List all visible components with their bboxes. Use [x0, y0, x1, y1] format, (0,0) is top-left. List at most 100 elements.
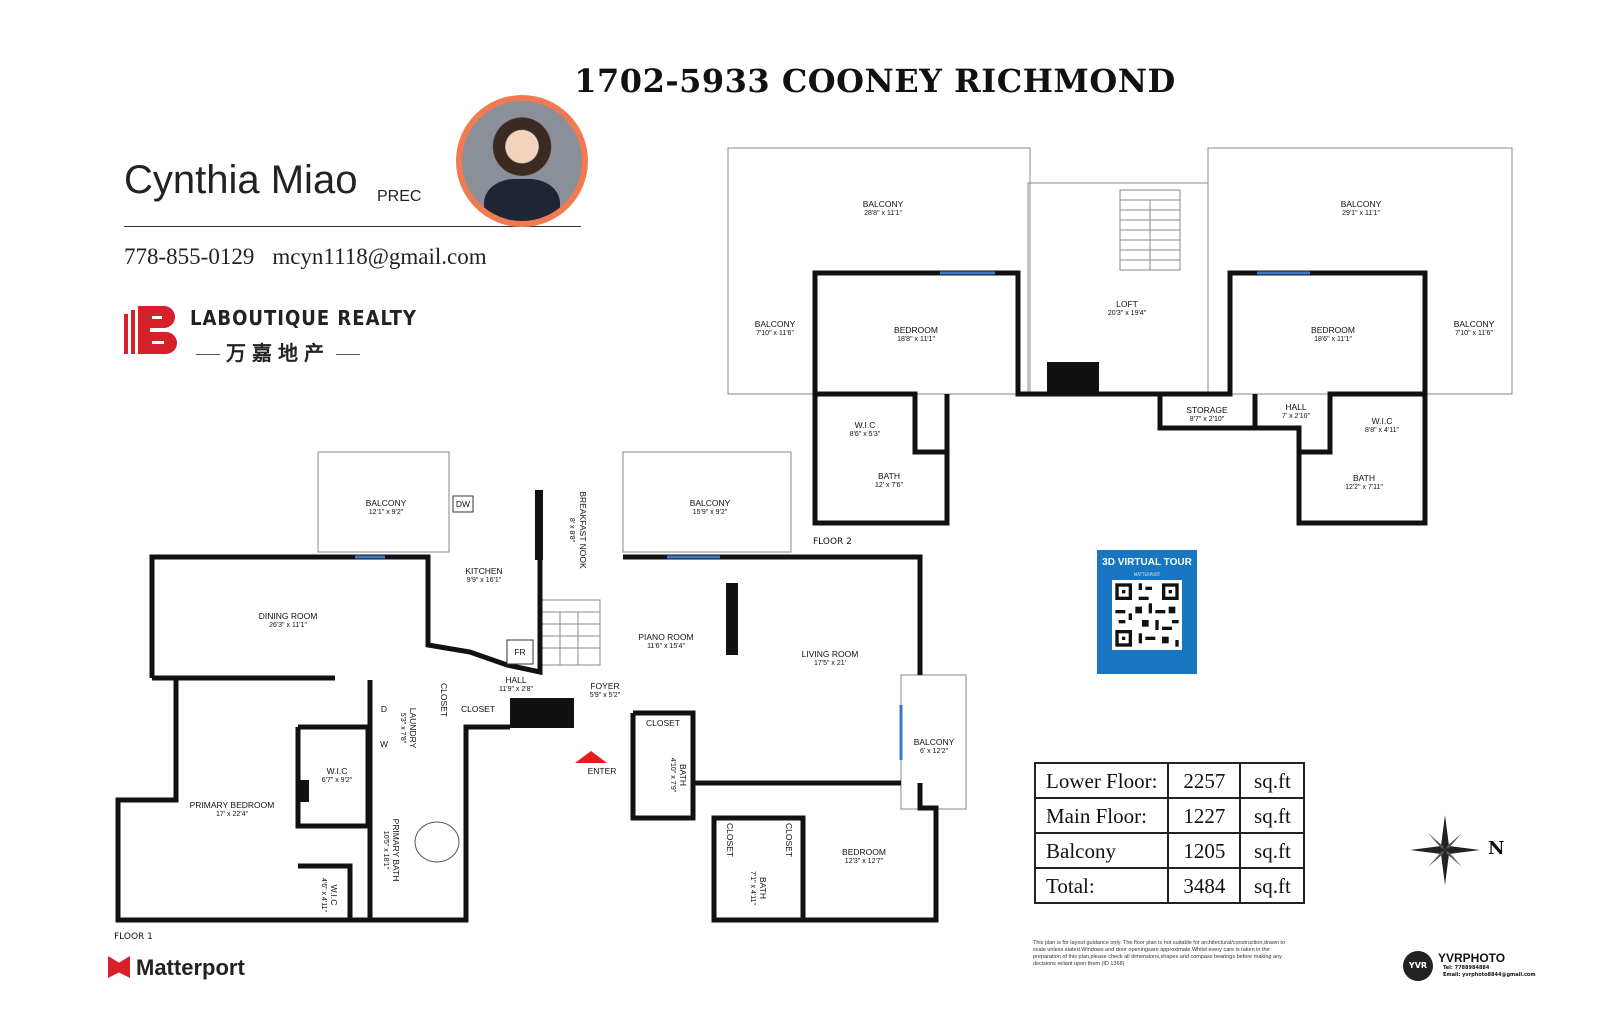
windows	[355, 271, 1310, 760]
room-dims: 29'1" x 11'1"	[1342, 210, 1380, 217]
room-dims: 7'1" x 4'11"	[749, 871, 756, 905]
room-dims: 18'6" x 11'1"	[1314, 336, 1352, 343]
room-label: DINING ROOM	[259, 611, 318, 621]
agent-phone[interactable]: 778-855-0129	[124, 244, 255, 269]
area-value: 1227	[1167, 797, 1242, 834]
dryer-label: D	[381, 704, 387, 714]
agent-divider	[124, 226, 581, 227]
room-label: PRIMARY BATH	[391, 819, 401, 882]
area-label: Total:	[1033, 867, 1170, 904]
closet-label: CLOSET	[646, 718, 680, 728]
area-value: 1205	[1167, 832, 1242, 869]
room-dims: 8' x 8'8"	[568, 518, 575, 543]
room-label: BEDROOM	[842, 847, 886, 857]
room-label: BALCONY	[914, 737, 955, 747]
enter-label: ENTER	[588, 766, 617, 776]
brokerage-logo-icon	[124, 306, 177, 354]
room-label: LOFT	[1116, 299, 1138, 309]
room-dims: 18'8" x 11'1"	[897, 336, 935, 343]
area-value: 3484	[1167, 867, 1242, 904]
room-label: BATH	[1353, 473, 1375, 483]
dishwasher-icon	[452, 495, 474, 513]
room-label: BALCONY	[366, 498, 407, 508]
brokerage-name: LABOUTIQUE REALTY	[190, 306, 417, 330]
agent-contact: 778-855-0129 mcyn1118@gmail.com	[124, 244, 487, 270]
room-dims: 12'3" x 12'7"	[845, 858, 884, 865]
room-dims: 7'10" x 11'6"	[1455, 330, 1493, 337]
room-dims: 8'6" x 5'3"	[850, 431, 881, 438]
room-label: W.I.C	[1372, 416, 1393, 426]
room-label: PIANO ROOM	[638, 632, 693, 642]
compass-rose-icon	[1410, 815, 1480, 885]
room-dims: 6' x 12'2"	[920, 748, 949, 755]
room-dims: 4'10" x 7'9"	[669, 758, 676, 793]
photographer-name: YVRPHOTO	[1438, 951, 1506, 965]
closet-label: CLOSET	[461, 704, 495, 714]
room-dims: 5'3" x 7'8"	[399, 713, 406, 744]
room-label: W.I.C	[327, 766, 348, 776]
area-label: Lower Floor:	[1033, 762, 1170, 799]
page-title: 1702-5933 COONEY RICHMOND	[574, 62, 1176, 100]
room-dims: 4'6" x 4'11"	[320, 878, 327, 912]
area-unit: sq.ft	[1239, 867, 1306, 904]
room-dims: 28'8" x 11'1"	[864, 210, 902, 217]
room-dims: 7'10" x 11'6"	[756, 330, 794, 337]
room-label: BALCONY	[1454, 319, 1495, 329]
matterport-wordmark: Matterport	[136, 955, 245, 980]
enter-arrow-icon	[575, 751, 607, 763]
agent-name: Cynthia Miao	[124, 158, 358, 202]
area-summary-table: Lower Floor: 2257 sq.ft Main Floor: 1227…	[1033, 762, 1306, 904]
room-dims: 6'7" x 9'2"	[322, 777, 353, 784]
room-dims: 20'3" x 19'4"	[1108, 310, 1147, 317]
room-label: BALCONY	[755, 319, 796, 329]
room-label: W.I.C	[329, 885, 339, 906]
room-dims: 10'5" x 18'1"	[382, 831, 389, 870]
room-dims: 12'2" x 7'11"	[1345, 484, 1383, 491]
table-row: Balcony 1205 sq.ft	[1033, 832, 1306, 869]
room-label: BATH	[758, 877, 768, 899]
qr-code-icon[interactable]	[1112, 580, 1182, 650]
room-dims: 8'8" x 4'11"	[1365, 427, 1399, 434]
room-label: BALCONY	[690, 498, 731, 508]
room-label: HALL	[505, 675, 527, 685]
partition-wall	[726, 583, 738, 655]
room-dims: 12'1" x 9'2"	[369, 509, 404, 516]
partition-wall	[535, 490, 543, 560]
table-row: Lower Floor: 2257 sq.ft	[1033, 762, 1306, 799]
area-label: Main Floor:	[1033, 797, 1170, 834]
closet-label: CLOSET	[784, 823, 794, 857]
area-unit: sq.ft	[1239, 832, 1306, 869]
room-label: LAUNDRY	[408, 708, 418, 749]
room-dims: 17'5" x 21'	[814, 660, 846, 667]
room-label: BREAKFAST NOOK	[578, 491, 588, 569]
room-dims: 11'6" x 15'4"	[647, 643, 685, 650]
floor1-label: FLOOR 1	[114, 932, 153, 942]
agent-email[interactable]: mcyn1118@gmail.com	[272, 244, 487, 269]
matterport-logo-icon	[108, 956, 130, 978]
room-dims: 7' x 2'10"	[1282, 413, 1311, 420]
room-label: BALCONY	[863, 199, 904, 209]
floor2-label: FLOOR 2	[813, 537, 852, 547]
room-label: FOYER	[590, 681, 619, 691]
area-unit: sq.ft	[1239, 762, 1306, 799]
room-dims: 15'9" x 9'2"	[693, 509, 728, 516]
virtual-tour-card[interactable]: 3D VIRTUAL TOUR MATTERPORT	[1097, 550, 1197, 674]
room-dims: 5'9" x 5'2"	[590, 692, 621, 699]
agent-photo	[462, 101, 582, 221]
wall-block	[297, 780, 309, 802]
fridge-label: FR	[514, 647, 525, 657]
balcony-outline	[317, 451, 450, 553]
room-dims: 11'9" x 2'8"	[499, 686, 533, 693]
dishwasher-label: DW	[456, 499, 470, 509]
closet-label: CLOSET	[725, 823, 735, 857]
area-value: 2257	[1167, 762, 1242, 799]
room-label: BEDROOM	[1311, 325, 1355, 335]
north-indicator: N	[1488, 838, 1505, 859]
washer-label: W	[380, 739, 388, 749]
room-label: BATH	[678, 764, 688, 786]
balcony-outline	[622, 451, 792, 553]
photographer-tel: Tel: 7788984884	[1443, 965, 1490, 971]
table-row: Main Floor: 1227 sq.ft	[1033, 797, 1306, 834]
room-label: KITCHEN	[465, 566, 502, 576]
bathtub-icon	[414, 821, 460, 863]
